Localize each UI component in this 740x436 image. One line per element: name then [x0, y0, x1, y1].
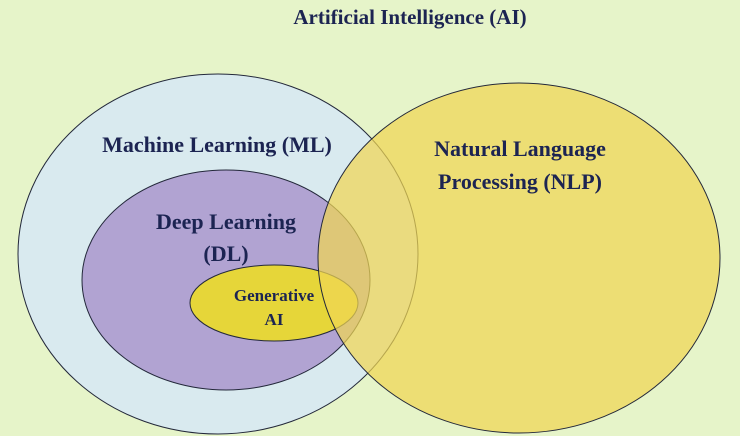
dl-label-line2: (DL) — [203, 241, 248, 266]
nlp-ellipse — [317, 82, 721, 434]
genai-label-line2: AI — [265, 310, 284, 329]
diagram-title: Artificial Intelligence (AI) — [293, 5, 526, 29]
nlp-label-line1: Natural Language — [434, 136, 606, 161]
ml-label: Machine Learning (ML) — [102, 132, 332, 157]
genai-label-line1: Generative — [234, 286, 315, 305]
dl-label-line1: Deep Learning — [156, 209, 296, 234]
nlp-label-line2: Processing (NLP) — [438, 169, 602, 194]
